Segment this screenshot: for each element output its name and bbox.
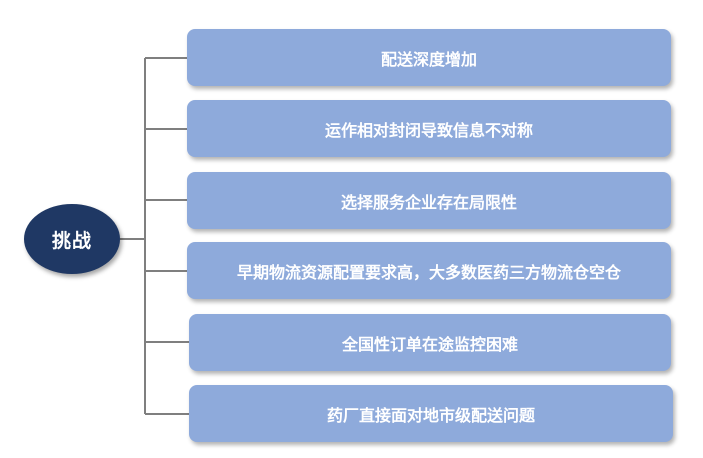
root-node-challenges: 挑战 xyxy=(24,204,120,274)
branch-city-delivery: 药厂直接面对地市级配送问题 xyxy=(189,385,673,442)
branch-label: 运作相对封闭导致信息不对称 xyxy=(324,120,533,140)
branch-label: 早期物流资源配置要求高，大多数医药三方物流仓空仓 xyxy=(236,262,621,282)
branch-service-selection: 选择服务企业存在局限性 xyxy=(187,172,671,229)
root-node-label: 挑战 xyxy=(51,229,92,252)
branch-order-tracking: 全国性订单在途监控困难 xyxy=(189,314,671,371)
branch-information-asymmetry: 运作相对封闭导致信息不对称 xyxy=(187,100,671,157)
branch-label: 配送深度增加 xyxy=(380,49,477,69)
branch-delivery-depth: 配送深度增加 xyxy=(187,29,671,86)
branch-label: 全国性订单在途监控困难 xyxy=(341,334,518,354)
branch-label: 药厂直接面对地市级配送问题 xyxy=(326,405,535,425)
branch-resource-allocation: 早期物流资源配置要求高，大多数医药三方物流仓空仓 xyxy=(187,242,671,299)
branch-label: 选择服务企业存在局限性 xyxy=(340,192,517,212)
